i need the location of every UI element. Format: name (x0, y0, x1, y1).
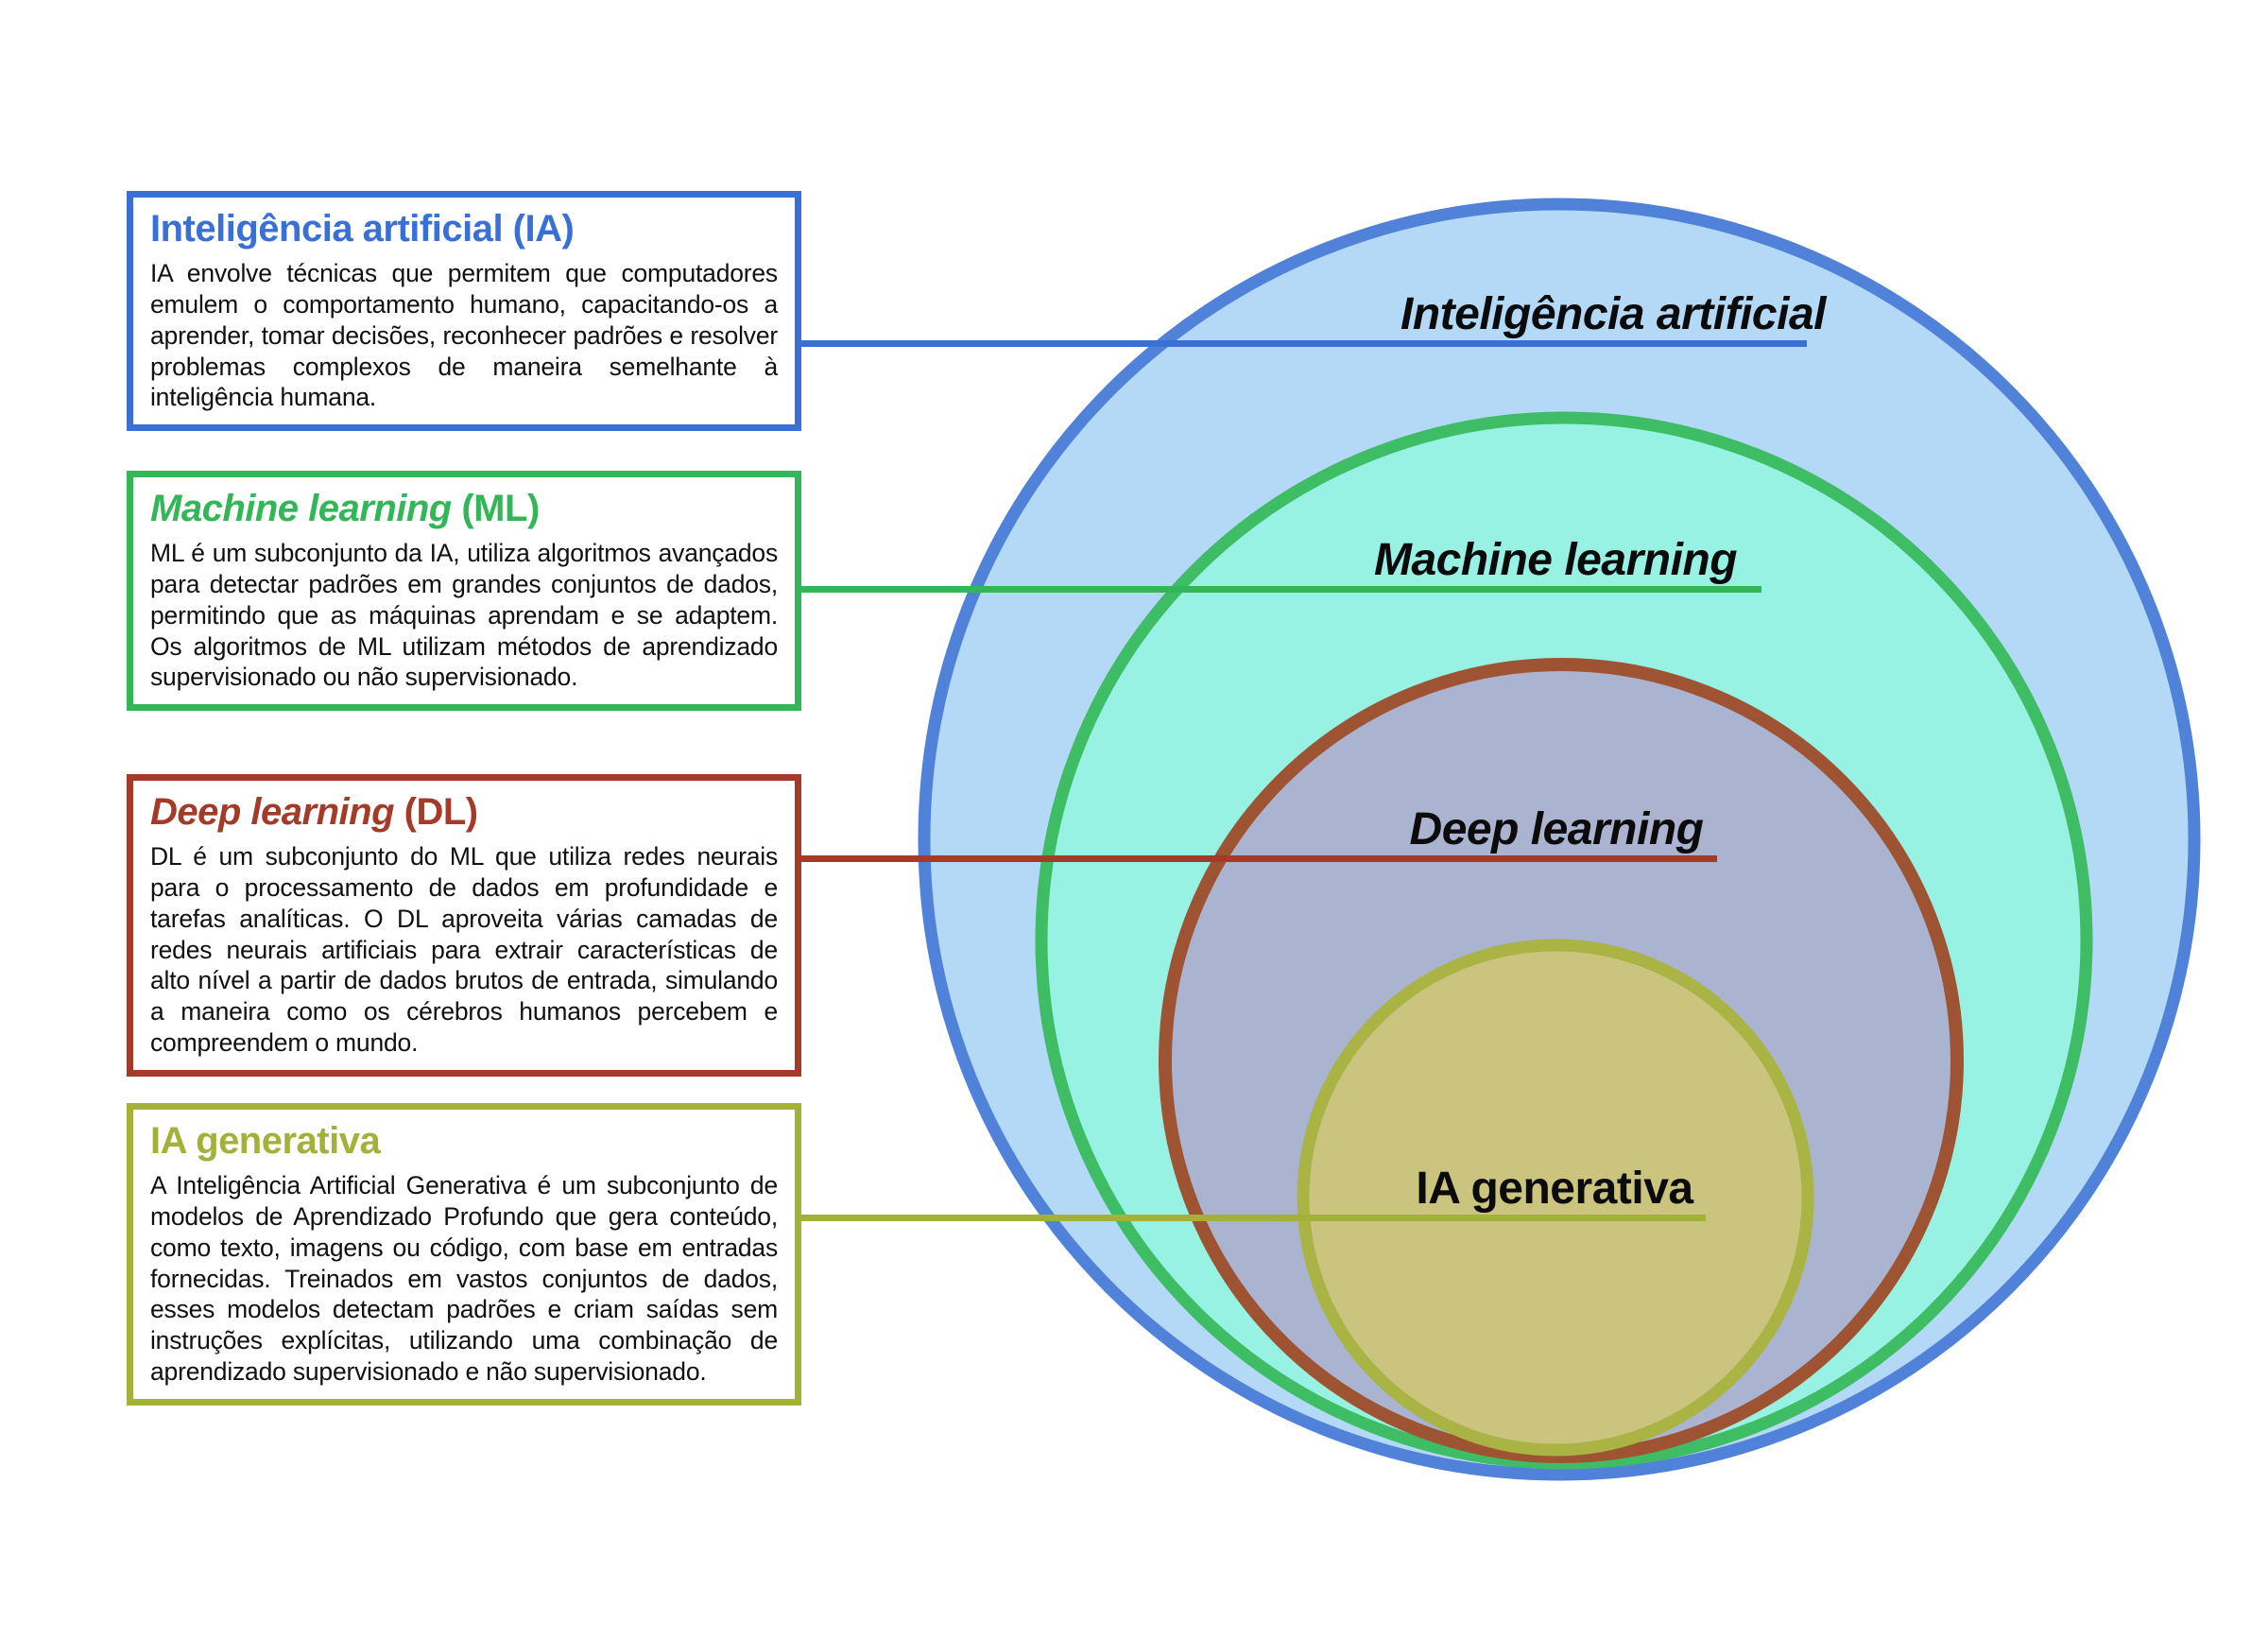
box-title-deep-learning: Deep learning (DL) (150, 790, 778, 834)
box-title-regular-part: (ML) (451, 488, 540, 529)
box-title-italic-part: Deep learning (150, 791, 395, 833)
circle-label-machine-learning: Machine learning (1373, 535, 1738, 585)
circle-label-inteligencia-artificial: Inteligência artificial (1400, 289, 1826, 339)
box-body-inteligencia-artificial: IA envolve técnicas que permitem que com… (150, 259, 778, 412)
box-title-regular-part: IA generativa (150, 1120, 381, 1162)
circle-label-deep-learning: Deep learning (1409, 804, 1704, 854)
box-title-ia-generativa: IA generativa (150, 1119, 778, 1163)
box-title-italic-part: Machine learning (150, 488, 452, 529)
connector-deep-learning (801, 855, 1717, 862)
box-deep-learning: Deep learning (DL) DL é um subconjunto d… (127, 774, 801, 1078)
circle-label-ia-generativa: IA generativa (1416, 1164, 1693, 1214)
box-ia-generativa: IA generativa A Inteligência Artificial … (127, 1103, 801, 1406)
circle-ia-generativa (1297, 939, 1814, 1457)
box-title-machine-learning: Machine learning (ML) (150, 487, 778, 530)
box-title-inteligencia-artificial: Inteligência artificial (IA) (150, 207, 778, 250)
connector-ia-generativa (801, 1215, 1706, 1221)
box-machine-learning: Machine learning (ML) ML é um subconjunt… (127, 471, 801, 712)
box-body-deep-learning: DL é um subconjunto do ML que utiliza re… (150, 842, 778, 1058)
box-inteligencia-artificial: Inteligência artificial (IA) IA envolve … (127, 191, 801, 432)
box-body-machine-learning: ML é um subconjunto da IA, utiliza algor… (150, 539, 778, 692)
connector-inteligencia-artificial (801, 340, 1807, 347)
connector-machine-learning (801, 586, 1761, 593)
box-title-regular-part: Inteligência artificial (IA) (150, 208, 575, 250)
box-title-regular-part: (DL) (394, 791, 478, 833)
box-body-ia-generativa: A Inteligência Artificial Generativa é u… (150, 1171, 778, 1387)
